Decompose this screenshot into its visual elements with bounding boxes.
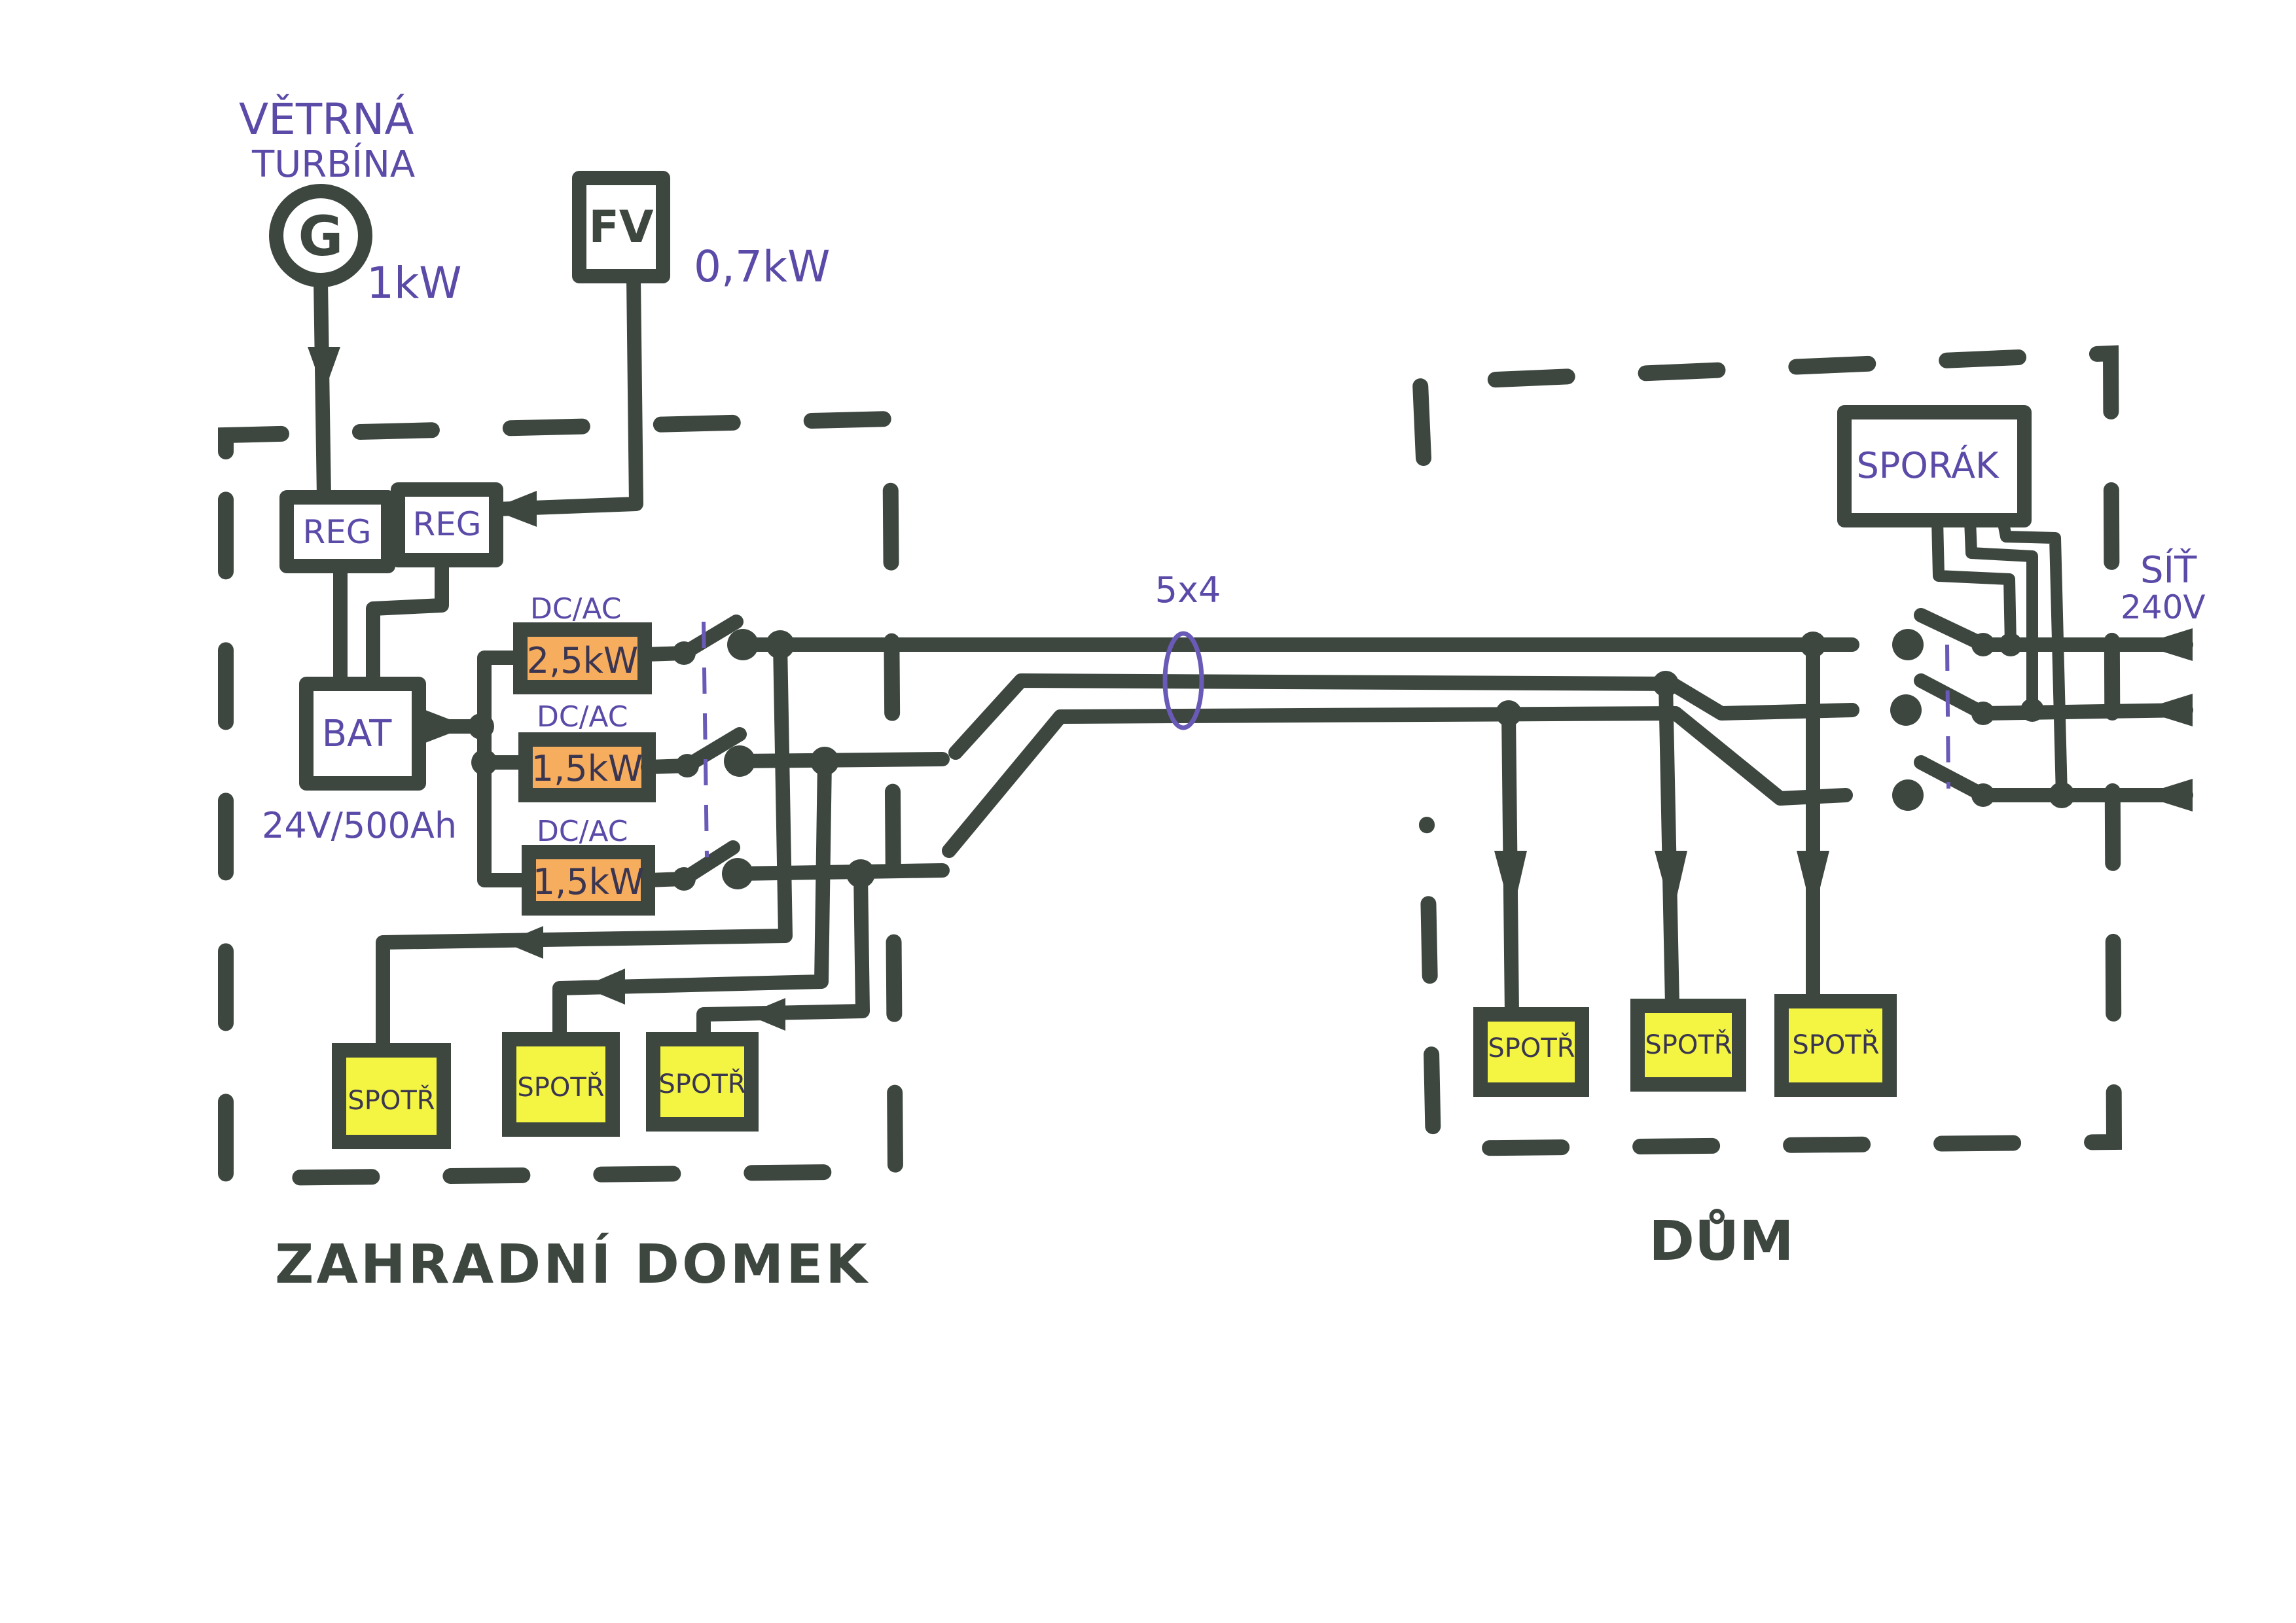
house-load-3: SPOTŘ: [1774, 994, 1897, 1097]
garden-load-3-label: SPOTŘ: [658, 1068, 745, 1099]
grid-arrow-icon: [2140, 694, 2193, 726]
wind-turbine: VĚTRNÁ TURBÍNA G 1kW: [239, 94, 461, 308]
wire-pv-to-reg: [490, 271, 643, 516]
battery-spec: 24V/500Ah: [262, 805, 457, 846]
house-load-2-label: SPOTŘ: [1645, 1029, 1732, 1060]
inverter-3-type: DC/AC: [537, 815, 628, 848]
garden-load-1-label: SPOTŘ: [348, 1084, 435, 1116]
arrow-left-icon: [583, 969, 625, 1005]
grid-arrow-icon: [2140, 628, 2193, 661]
cable-bundle-marker: [1162, 631, 1204, 730]
stove-wire-1: [1931, 514, 2017, 651]
regulator-pv-label: REG: [412, 505, 481, 543]
house-load-2: SPOTŘ: [1630, 999, 1746, 1092]
battery-label: BAT: [322, 713, 392, 755]
house-load-1: SPOTŘ: [1473, 1007, 1589, 1097]
arrow-down-icon: [1797, 851, 1829, 916]
stove-box: [1837, 405, 2032, 527]
stove-wire-3: [1997, 514, 2068, 801]
wire-load-2: [552, 754, 832, 1044]
arrow-left-icon: [504, 926, 543, 959]
grid-voltage: 240V: [2121, 588, 2206, 626]
inverter-3: DC/AC 1,5kW: [522, 815, 655, 916]
house-switch: [1890, 608, 2193, 811]
inverter-2-type: DC/AC: [537, 700, 628, 734]
cable-label: 5x4: [1155, 569, 1221, 611]
house-boundary: [1412, 345, 2123, 1157]
arrow-left-icon: [746, 998, 785, 1031]
wire-house-load-2: [1659, 677, 1679, 1012]
inverter-2: DC/AC 1,5kW: [518, 700, 656, 802]
regulator-wind: [279, 490, 395, 573]
garden-load-1: SPOTŘ: [332, 1043, 451, 1149]
garden-house-label: ZAHRADNÍ DOMEK: [275, 1233, 870, 1296]
arrow-down-icon: [1494, 851, 1527, 916]
inverter-2-power: 1,5kW: [531, 748, 643, 789]
garden-load-2: SPOTŘ: [502, 1032, 620, 1137]
arrow-right-icon: [425, 710, 468, 743]
garden-switch: [637, 615, 759, 891]
arrow-down-icon: [1655, 851, 1687, 916]
stove-wire-2: [1964, 514, 2038, 716]
stove-label: SPORÁK: [1856, 445, 2000, 486]
generator-letter: G: [298, 204, 344, 268]
pv-letters: FV: [588, 202, 653, 253]
arrow-left-icon: [491, 491, 537, 527]
pv-power-label: 0,7kW: [694, 241, 830, 292]
inverter-3-power: 1,5kW: [533, 861, 645, 902]
grid-arrow-icon: [2140, 779, 2193, 812]
wind-power-label: 1kW: [367, 258, 461, 308]
wind-caption-line2: TURBÍNA: [251, 143, 415, 186]
inverter-1-type: DC/AC: [530, 592, 621, 626]
house-load-1-label: SPOTŘ: [1488, 1032, 1575, 1063]
regulator-wind-label: REG: [302, 513, 371, 551]
house-label: DŮM: [1649, 1209, 1794, 1273]
wire-generator-to-reg: [314, 274, 331, 505]
phase-l3-wire: [730, 706, 1853, 881]
arrow-down-icon: [308, 347, 340, 393]
wire-reg-pv-to-bat: [366, 553, 449, 694]
grid-label: SÍŤ: [2140, 548, 2197, 592]
junction-dot: [471, 749, 497, 776]
house-load-3-label: SPOTŘ: [1792, 1029, 1879, 1060]
garden-load-2-label: SPOTŘ: [517, 1071, 604, 1103]
inverter-1: DC/AC 2,5kW: [513, 592, 652, 694]
pv-box: [572, 171, 670, 283]
inverter-1-power: 2,5kW: [527, 640, 639, 681]
wind-caption-line1: VĚTRNÁ: [239, 94, 414, 145]
pv-panel: FV 0,7kW: [572, 171, 830, 292]
wire-load-1: [376, 637, 793, 1058]
garden-load-3: SPOTŘ: [646, 1032, 759, 1132]
garden-house-boundary: [218, 410, 904, 1186]
